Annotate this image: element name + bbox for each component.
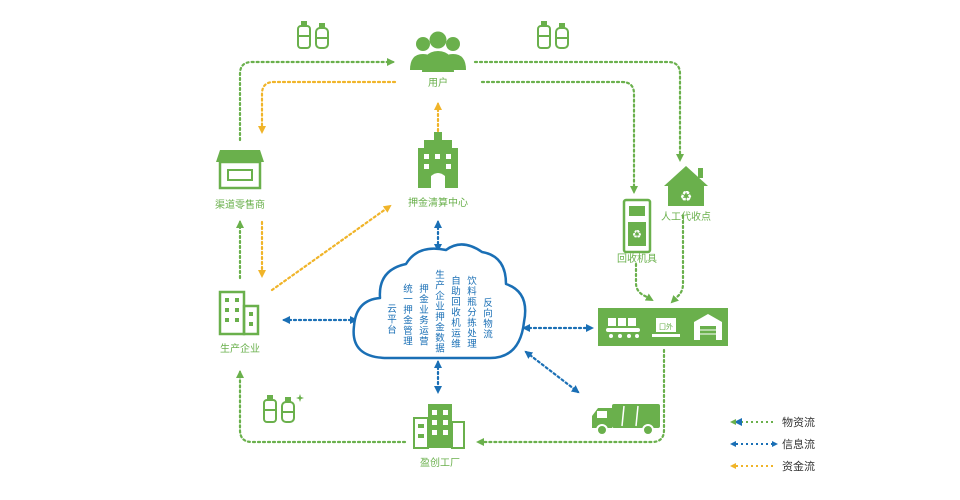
- cloud-outline: [352, 243, 527, 360]
- material-flow-arrows: [236, 58, 685, 446]
- truck-icon: [592, 404, 660, 436]
- building-icon: [418, 132, 458, 188]
- arrow-retailer-to-user: [238, 58, 395, 142]
- legend-info: 信息流: [730, 437, 815, 451]
- producer-label: 生产企业: [220, 342, 260, 355]
- warehouse-box-label: 囗外: [659, 322, 673, 331]
- cloud-platform: 云平台统一押金管理押金业务运营生产企业押金数据自助回收机运维饮料瓶分拣处理反向物…: [352, 243, 527, 360]
- warehouse-icon: [694, 314, 722, 340]
- legend: 物资流 信息流 资金流: [730, 415, 815, 473]
- producer-node: 生产企业: [218, 290, 260, 355]
- factory-building-icon: [218, 290, 260, 336]
- bottles-icon: [263, 394, 304, 423]
- money-flow-arrows: [258, 80, 442, 292]
- manual-point-node: ♻ 人工代收点: [661, 166, 711, 223]
- bottles-icon: [537, 21, 569, 49]
- arrow-user-to-right: [473, 60, 684, 162]
- factory-node: 盈创工厂: [413, 404, 465, 469]
- retailer-label: 渠道零售商: [215, 198, 265, 211]
- warehouse-node: 囗外: [598, 308, 728, 346]
- cloud-text-column: 反向物流: [483, 298, 493, 341]
- clearing-center-label: 押金清算中心: [408, 196, 468, 209]
- svg-text:♻: ♻: [632, 228, 642, 241]
- cloud-text-columns: 云平台统一押金管理押金业务运营生产企业押金数据自助回收机运维饮料瓶分拣处理反向物…: [387, 269, 493, 355]
- cloud-text-column: 统一押金管理: [403, 283, 413, 348]
- clearing-center-node: 押金清算中心: [408, 132, 468, 209]
- arrow-warehouse-to-factory: [476, 348, 666, 446]
- factory-label: 盈创工厂: [420, 456, 460, 469]
- recycle-machine-node: ♻ 回收机具: [617, 198, 657, 265]
- arrow-factory-to-producer: [236, 370, 407, 444]
- bottles-icon: [297, 21, 329, 49]
- user-label: 用户: [428, 76, 448, 89]
- legend-material-label: 物资流: [782, 415, 815, 429]
- legend-material: 物资流: [730, 415, 815, 429]
- cloud-text-column: 押金业务运营: [419, 283, 429, 348]
- recycle-house-icon: ♻: [664, 166, 708, 206]
- legend-info-label: 信息流: [782, 437, 815, 451]
- retailer-node: 渠道零售商: [215, 150, 265, 211]
- manual-point-label: 人工代收点: [661, 210, 711, 223]
- shop-icon: [216, 150, 264, 190]
- svg-text:♻: ♻: [680, 189, 693, 205]
- cloud-text-column: 饮料瓶分拣处理: [467, 275, 477, 350]
- user-node: 用户: [410, 31, 466, 89]
- office-tower-icon: [413, 404, 465, 449]
- conveyor-icon: [606, 318, 640, 338]
- arrow-producer-to-center-money: [270, 204, 392, 292]
- arrow-user-to-retailer-money: [258, 80, 397, 134]
- info-flow-arrows: [282, 220, 594, 394]
- arrow-machine-to-warehouse: [634, 262, 654, 302]
- recycle-machine-label: 回收机具: [617, 252, 657, 265]
- cloud-text-column: 自助回收机运维: [451, 275, 461, 350]
- arrow-user-to-machine: [480, 80, 638, 194]
- arrow-manual-to-warehouse: [670, 214, 685, 304]
- scale-box-icon: 囗外: [652, 318, 680, 337]
- cloud-text-column: 云平台: [387, 304, 397, 336]
- legend-money-label: 资金流: [782, 459, 815, 473]
- legend-money: 资金流: [730, 459, 815, 473]
- users-icon: [410, 31, 466, 72]
- cloud-text-column: 生产企业押金数据: [435, 269, 445, 355]
- arrow-cloud-truck: [524, 350, 580, 394]
- recycle-machine-icon: ♻: [622, 198, 652, 254]
